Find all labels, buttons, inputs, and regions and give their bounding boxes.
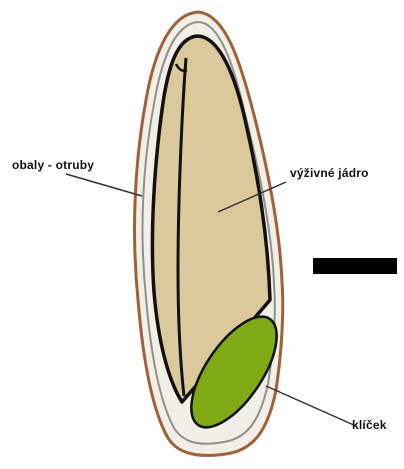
label-endosperm: výživné jádro (290, 166, 369, 180)
black-bar (313, 258, 397, 274)
label-germ: klíček (352, 418, 387, 432)
leader-line-germ (266, 386, 356, 426)
leader-line-bran (66, 174, 142, 196)
label-bran: obaly - otruby (12, 158, 94, 172)
